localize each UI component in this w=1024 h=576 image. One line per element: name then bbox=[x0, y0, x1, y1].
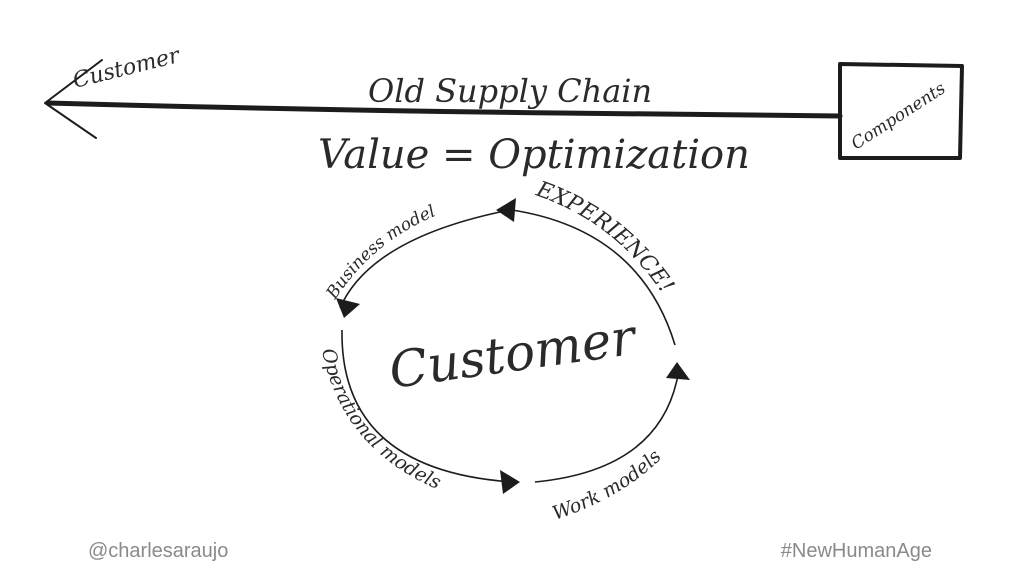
supply-chain-arrow bbox=[44, 59, 843, 139]
triangle-bottom bbox=[500, 470, 520, 494]
cycle-center-customer: Customer bbox=[386, 308, 642, 400]
supply-chain-line bbox=[45, 100, 843, 119]
customer-cycle bbox=[336, 198, 690, 494]
hashtag: #NewHumanAge bbox=[780, 540, 932, 562]
triangle-top bbox=[496, 198, 516, 222]
label-business-model-path: Business model bbox=[322, 202, 438, 304]
label-business-model: Business model bbox=[322, 202, 438, 304]
cycle-arc-left bbox=[341, 329, 513, 483]
arrowhead-left bbox=[44, 59, 103, 139]
label-work-models: Work models bbox=[549, 445, 665, 525]
supply-chain-title: Old Supply Chain bbox=[368, 72, 652, 110]
triangle-left bbox=[336, 298, 360, 318]
triangle-right bbox=[666, 362, 690, 380]
cycle-arc-left-top bbox=[339, 211, 501, 309]
cycle-arc-right bbox=[534, 374, 679, 483]
label-experience-path: EXPERIENCE! bbox=[532, 177, 678, 298]
components-label: Components bbox=[848, 78, 950, 154]
components-box: Components bbox=[838, 62, 964, 160]
author-handle: @charlesaraujo bbox=[88, 540, 229, 562]
value-equation: Value = Optimization bbox=[318, 132, 750, 178]
label-experience: EXPERIENCE! bbox=[532, 177, 678, 298]
cycle-arc-top bbox=[511, 209, 676, 346]
supply-chain-customer-label: Customer bbox=[70, 43, 183, 94]
label-work-models-path: Work models bbox=[549, 445, 665, 525]
